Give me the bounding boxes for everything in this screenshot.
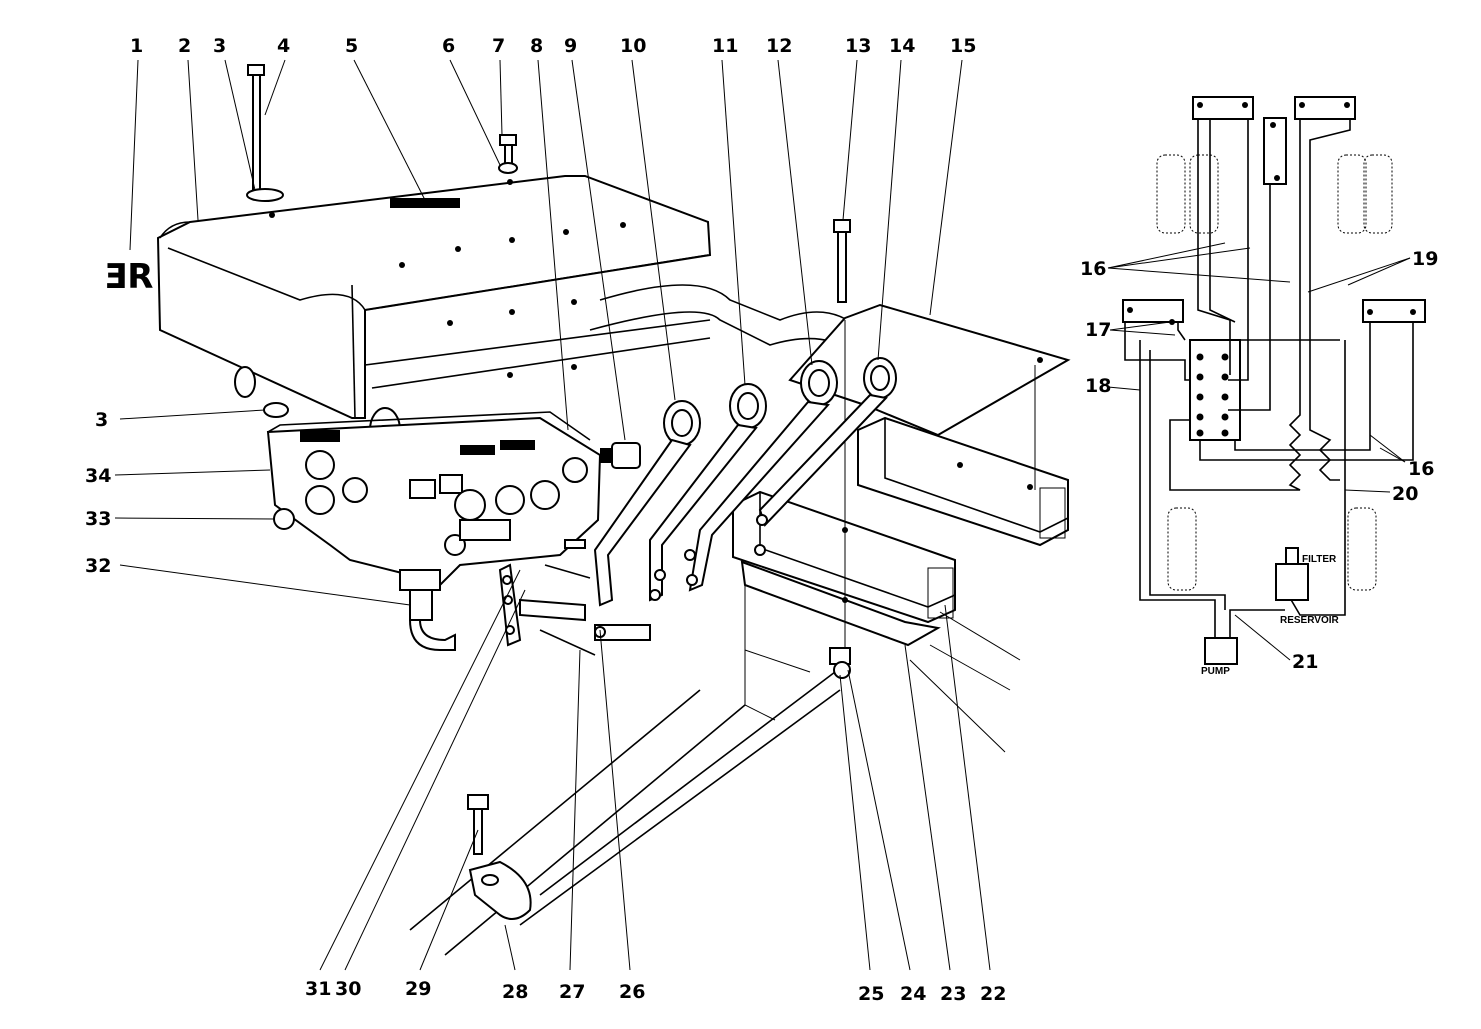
callout-25: 25 <box>858 983 884 1005</box>
clamp-bolt <box>467 794 489 855</box>
callout-13: 13 <box>845 35 871 57</box>
callout-17: 17 <box>1085 319 1111 341</box>
callout-28: 28 <box>502 981 528 1003</box>
control-levers <box>498 357 897 656</box>
short-bolt <box>498 134 518 174</box>
callout-16-lower: 16 <box>1408 458 1434 480</box>
callout-3-top: 3 <box>213 35 226 57</box>
callout-12: 12 <box>766 35 792 57</box>
callout-3-left: 3 <box>95 409 108 431</box>
callout-19: 19 <box>1412 248 1438 270</box>
hydraulic-fitting <box>600 442 641 469</box>
control-valve <box>266 411 602 591</box>
callout-9: 9 <box>564 35 577 57</box>
callout-23: 23 <box>940 983 966 1005</box>
callout-1: 1 <box>130 35 143 57</box>
callout-29: 29 <box>405 978 431 1000</box>
filter-label: FILTER <box>1302 554 1337 565</box>
filter-icon <box>1285 547 1299 565</box>
reservoir-label: RESERVOIR <box>1280 615 1339 626</box>
tube-clamp <box>468 860 532 920</box>
callout-6: 6 <box>442 35 455 57</box>
callout-30: 30 <box>335 978 361 1000</box>
pump-label: PUMP <box>1201 666 1230 677</box>
callout-18: 18 <box>1085 375 1111 397</box>
callout-2: 2 <box>178 35 191 57</box>
callout-20: 20 <box>1392 483 1418 505</box>
callout-7: 7 <box>492 35 505 57</box>
callout-21: 21 <box>1292 651 1318 673</box>
leader-lines <box>114 59 991 971</box>
tank-housing: ƎR <box>104 175 712 419</box>
callout-31: 31 <box>305 978 331 1000</box>
callout-32: 32 <box>85 555 111 577</box>
angle-bracket <box>740 560 941 721</box>
callout-27: 27 <box>559 981 585 1003</box>
nut <box>273 508 295 530</box>
callout-26: 26 <box>619 981 645 1003</box>
washer <box>263 402 289 418</box>
callout-22: 22 <box>980 983 1006 1005</box>
plate-bolt <box>833 219 851 303</box>
callout-14: 14 <box>889 35 915 57</box>
elbow-fitting <box>408 589 456 651</box>
frame-rail <box>409 671 841 956</box>
callout-4: 4 <box>277 35 290 57</box>
square-tube-upper <box>857 416 1069 547</box>
callout-16-upper: 16 <box>1080 258 1106 280</box>
callout-labels: 1 2 3 4 5 6 7 8 9 10 11 12 13 14 15 16 1… <box>85 35 1438 1005</box>
hydraulic-schematic: FILTER RESERVOIR PUMP <box>1107 96 1426 677</box>
callout-15: 15 <box>950 35 976 57</box>
pump-icon <box>1204 637 1238 665</box>
lock-nut-washer <box>829 647 851 679</box>
callout-24: 24 <box>900 983 926 1005</box>
callout-8: 8 <box>530 35 543 57</box>
long-bolt <box>246 64 284 202</box>
callout-10: 10 <box>620 35 646 57</box>
callout-34: 34 <box>85 465 111 487</box>
decal-text: ƎR <box>104 257 153 297</box>
callout-11: 11 <box>712 35 738 57</box>
reservoir-icon <box>1275 563 1309 601</box>
callout-5: 5 <box>345 35 358 57</box>
callout-33: 33 <box>85 508 111 530</box>
